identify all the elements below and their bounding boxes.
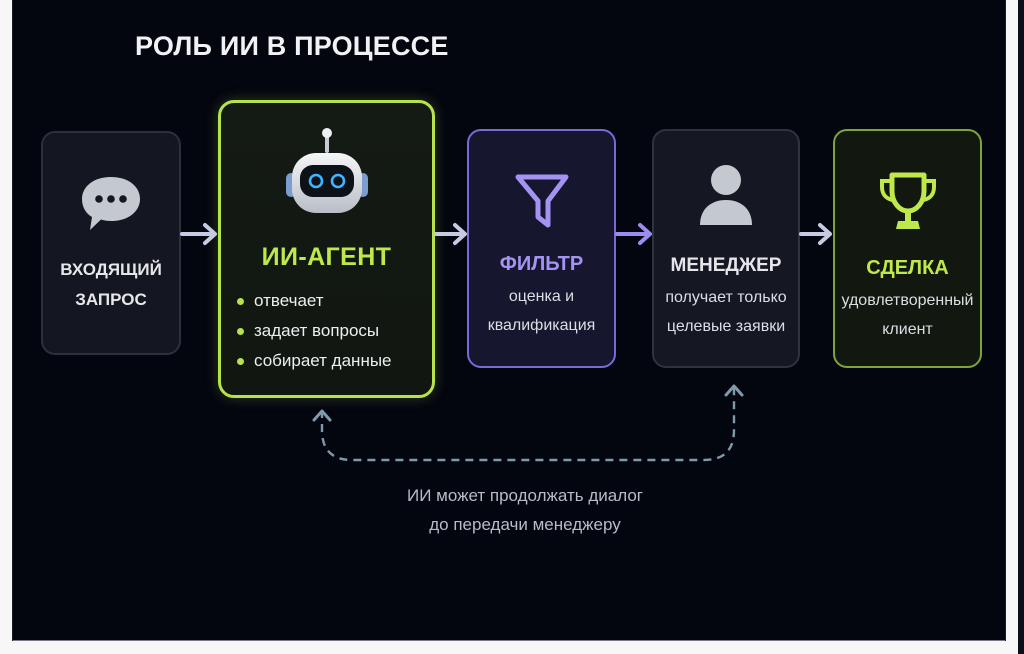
step-label: СДЕЛКА [866, 257, 949, 279]
step-label: ФИЛЬТР [499, 253, 584, 275]
step-deal: СДЕЛКА удовлетворенный клиент [833, 129, 982, 368]
dashed-loop-arrow [312, 384, 744, 462]
robot-icon [285, 128, 368, 213]
person-icon [700, 165, 752, 225]
bullet-icon [237, 327, 244, 335]
step-description: получает только целевые заявки [665, 289, 787, 335]
step-description: удовлетворенный клиент [841, 292, 974, 338]
step-filter: ФИЛЬТР оценка и квалификация [467, 129, 616, 368]
step-manager: МЕНЕДЖЕР получает только целевые заявки [652, 129, 800, 368]
step-label: ВХОДЯЩИЙ ЗАПРОС [60, 260, 162, 309]
list-item: отвечает [237, 286, 392, 316]
step-incoming-request: ВХОДЯЩИЙ ЗАПРОС [41, 131, 181, 355]
list-item: задает вопросы [237, 316, 392, 346]
step-description: оценка и квалификация [487, 288, 596, 334]
funnel-icon [515, 174, 568, 228]
arrow-right-icon [180, 223, 217, 245]
loop-caption: ИИ может продолжать диалог до передачи м… [407, 486, 643, 534]
step-label: ИИ-АГЕНТ [261, 243, 392, 271]
bullet-icon [237, 297, 244, 305]
step-label: МЕНЕДЖЕР [670, 255, 782, 276]
bullet-icon [237, 357, 244, 365]
arrow-right-icon [615, 223, 652, 245]
slide-title: РОЛЬ ИИ В ПРОЦЕССЕ [135, 31, 449, 61]
arrow-right-icon [434, 223, 467, 245]
arrow-right-icon [799, 223, 832, 245]
trophy-icon [879, 172, 936, 229]
agent-actions-list: отвечает задает вопросы собирает данные [237, 286, 392, 376]
step-ai-agent: ИИ-АГЕНТ отвечает задает вопросы собирае… [218, 100, 435, 398]
window-edge [1018, 0, 1024, 654]
chat-bubble-icon [82, 177, 140, 230]
list-item: собирает данные [237, 346, 392, 376]
